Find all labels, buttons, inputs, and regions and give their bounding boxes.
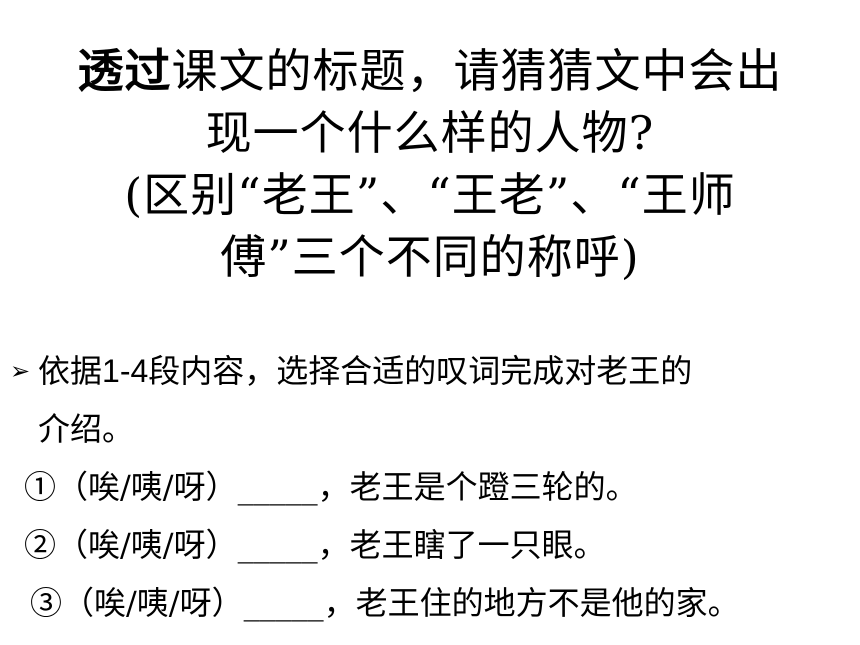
title-line-3: (区别“老王”、“王老”、“王师: [124, 168, 736, 222]
task-line-1-post: 段内容，选择合适的叹词完成对老王的: [148, 352, 693, 390]
option-text: ，老王瞎了一只眼。: [317, 526, 606, 564]
option-item-2: ②（唉/咦/呀）_____，老王瞎了一只眼。: [10, 516, 856, 574]
arrow-bullet-icon: ➢: [10, 357, 31, 385]
option-item-1: ①（唉/咦/呀）_____，老王是个蹬三轮的。: [10, 458, 856, 516]
title-line-4: 傅”三个不同的称呼): [220, 230, 640, 284]
task-paragraph-range: 1-4: [102, 353, 149, 389]
option-choices: （唉/咦/呀）: [56, 468, 238, 506]
option-choices: （唉/咦/呀）: [56, 526, 238, 564]
option-item-3: ③（唉/咦/呀）_____，老王住的地方不是他的家。: [10, 574, 856, 632]
task-instruction: ➢依据1-4段内容，选择合适的叹词完成对老王的: [10, 342, 856, 400]
task-line-1-pre: 依据: [38, 352, 103, 390]
task-content: ➢依据1-4段内容，选择合适的叹词完成对老王的 介绍。 ①（唉/咦/呀）____…: [10, 342, 856, 632]
option-text: ，老王是个蹬三轮的。: [317, 468, 638, 506]
option-number: ②: [24, 526, 57, 564]
option-number: ③: [30, 584, 63, 622]
task-line-2: 介绍。: [38, 410, 135, 448]
option-number: ①: [24, 468, 57, 506]
title-line-2: 现一个什么样的人物?: [205, 106, 655, 160]
title-bold-text: 透过: [77, 44, 172, 98]
option-blank: _____: [237, 468, 318, 506]
option-blank: _____: [243, 584, 324, 622]
option-choices: （唉/咦/呀）: [62, 584, 244, 622]
title-line-1-rest: 课文的标题，请猜猜文中会出: [171, 44, 783, 98]
option-text: ，老王住的地方不是他的家。: [323, 584, 740, 622]
title-line-1: 透过课文的标题，请猜猜文中会出: [10, 40, 850, 102]
slide-title: 透过课文的标题，请猜猜文中会出 现一个什么样的人物? (区别“老王”、“王老”、…: [10, 40, 850, 288]
option-blank: _____: [237, 526, 318, 564]
